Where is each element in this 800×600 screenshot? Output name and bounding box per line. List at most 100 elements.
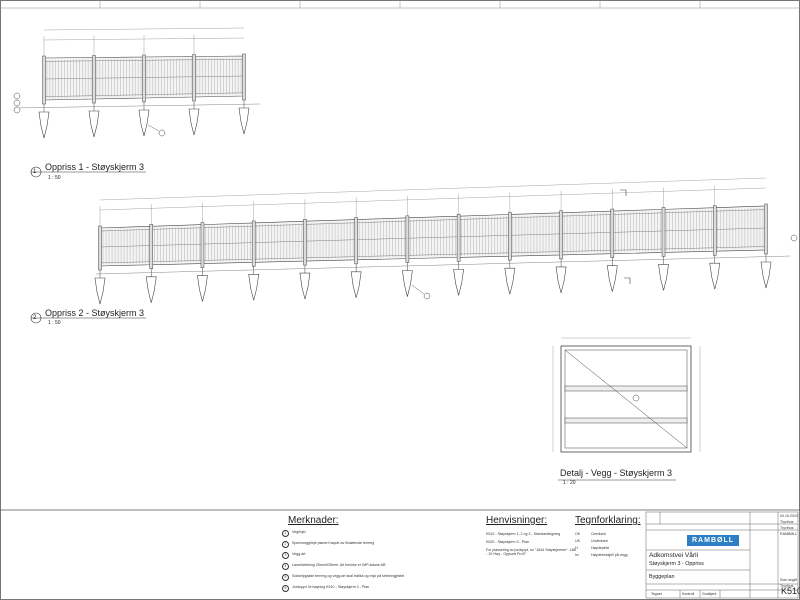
fence-rail	[93, 77, 145, 79]
references-heading: Henvisninger:	[486, 515, 548, 526]
fence-rail	[99, 229, 152, 232]
fence-rail	[143, 93, 195, 95]
title-block-lines	[645, 511, 799, 599]
view-1-number: 1	[33, 169, 37, 175]
dimension-line	[304, 201, 357, 204]
fence-rail	[509, 215, 562, 218]
fence-post	[98, 225, 102, 271]
fence-rail	[193, 75, 245, 77]
dimension-line	[253, 203, 305, 206]
detail-inner-frame	[564, 349, 688, 449]
field-drawn: Tegnet	[651, 592, 662, 596]
fence-rail	[304, 239, 357, 242]
pile-foundation	[760, 261, 772, 289]
overall-dimension	[99, 177, 767, 201]
drawing-number: K510	[781, 586, 800, 596]
fence-post	[354, 217, 358, 265]
dimension-line	[612, 191, 664, 194]
fence-rail	[356, 238, 408, 240]
pile-foundation	[238, 107, 250, 135]
callout-marker	[632, 394, 640, 402]
fence-rail	[193, 92, 245, 94]
dimension-line	[151, 206, 203, 209]
fence-rail	[304, 222, 357, 225]
section-marker	[624, 277, 631, 284]
fence-rail	[151, 260, 203, 262]
pile-foundation	[38, 111, 50, 139]
dimension-line	[43, 39, 95, 41]
fence-rail	[714, 246, 767, 248]
fence-rail	[714, 209, 767, 212]
dimension-line	[509, 194, 562, 197]
legend-heading: Tegnforklaring:	[575, 515, 641, 526]
dimension-line	[356, 199, 408, 202]
right-field-3: RAMBØLL	[780, 532, 798, 536]
legend-code: OK	[575, 532, 581, 536]
fence-post	[764, 203, 768, 255]
fence-post	[713, 205, 717, 256]
detail-drawing	[552, 337, 701, 453]
fence-post	[142, 54, 146, 103]
fence-rail	[612, 230, 664, 233]
fence-post	[192, 54, 196, 102]
fence-rail	[509, 251, 562, 254]
fence-rail	[458, 252, 510, 255]
reference-item: K520 - Støyskjerm 3 - Plan	[486, 540, 529, 544]
fence-rail	[561, 214, 613, 217]
callout-leader	[411, 284, 425, 295]
dimension-line	[93, 38, 145, 40]
date-value: 04.10.2023	[780, 514, 798, 518]
callout-marker	[13, 92, 21, 100]
detail-rail	[564, 385, 688, 392]
fence-post	[242, 53, 246, 101]
fence-rail	[663, 210, 715, 214]
pile-foundation	[709, 262, 721, 290]
dimension-line	[143, 38, 195, 40]
fence-post	[405, 215, 410, 263]
fence-rail	[304, 256, 357, 259]
callout-marker	[13, 106, 21, 114]
fence-rail	[561, 232, 613, 235]
right-field-1: Tryvihus	[780, 520, 794, 524]
view-2-number: 2	[33, 315, 37, 321]
notes-heading: Merknader:	[288, 515, 339, 526]
legend-code: UK	[575, 539, 580, 543]
fence-post	[508, 212, 512, 261]
fence-rail	[253, 224, 305, 227]
fence-post	[303, 218, 307, 266]
fence-rail	[458, 235, 510, 237]
legend-text: Høydepinkt	[591, 546, 610, 550]
callout-marker	[423, 292, 431, 300]
fence-rail	[202, 225, 254, 228]
fence-post	[92, 55, 96, 104]
dimension-line	[714, 187, 767, 190]
fence-rail	[43, 60, 95, 62]
right-field-4: Som angitt	[780, 578, 798, 582]
overall-dimension	[43, 27, 245, 31]
fence-rail	[151, 227, 203, 230]
dimension-line	[561, 192, 613, 195]
fence-rail	[509, 233, 562, 236]
pile-foundation	[658, 264, 669, 291]
fence-rail	[714, 227, 767, 230]
legend-text: Høydeforskjell på vegg	[591, 553, 628, 557]
pile-foundation	[188, 108, 200, 136]
callout-marker	[790, 234, 798, 242]
pile-foundation	[94, 277, 106, 305]
fence-rail	[93, 60, 145, 62]
callout-marker	[158, 129, 166, 137]
dimension-line	[458, 196, 510, 199]
pile-foundation	[299, 272, 311, 300]
fence-rail	[253, 257, 305, 260]
note-number: 6	[282, 585, 289, 592]
drawing-subtitle: Støyskjerm 3 - Oppriss	[649, 561, 704, 567]
field-approved: Godkjent	[702, 592, 717, 596]
fence-rail	[612, 212, 664, 215]
